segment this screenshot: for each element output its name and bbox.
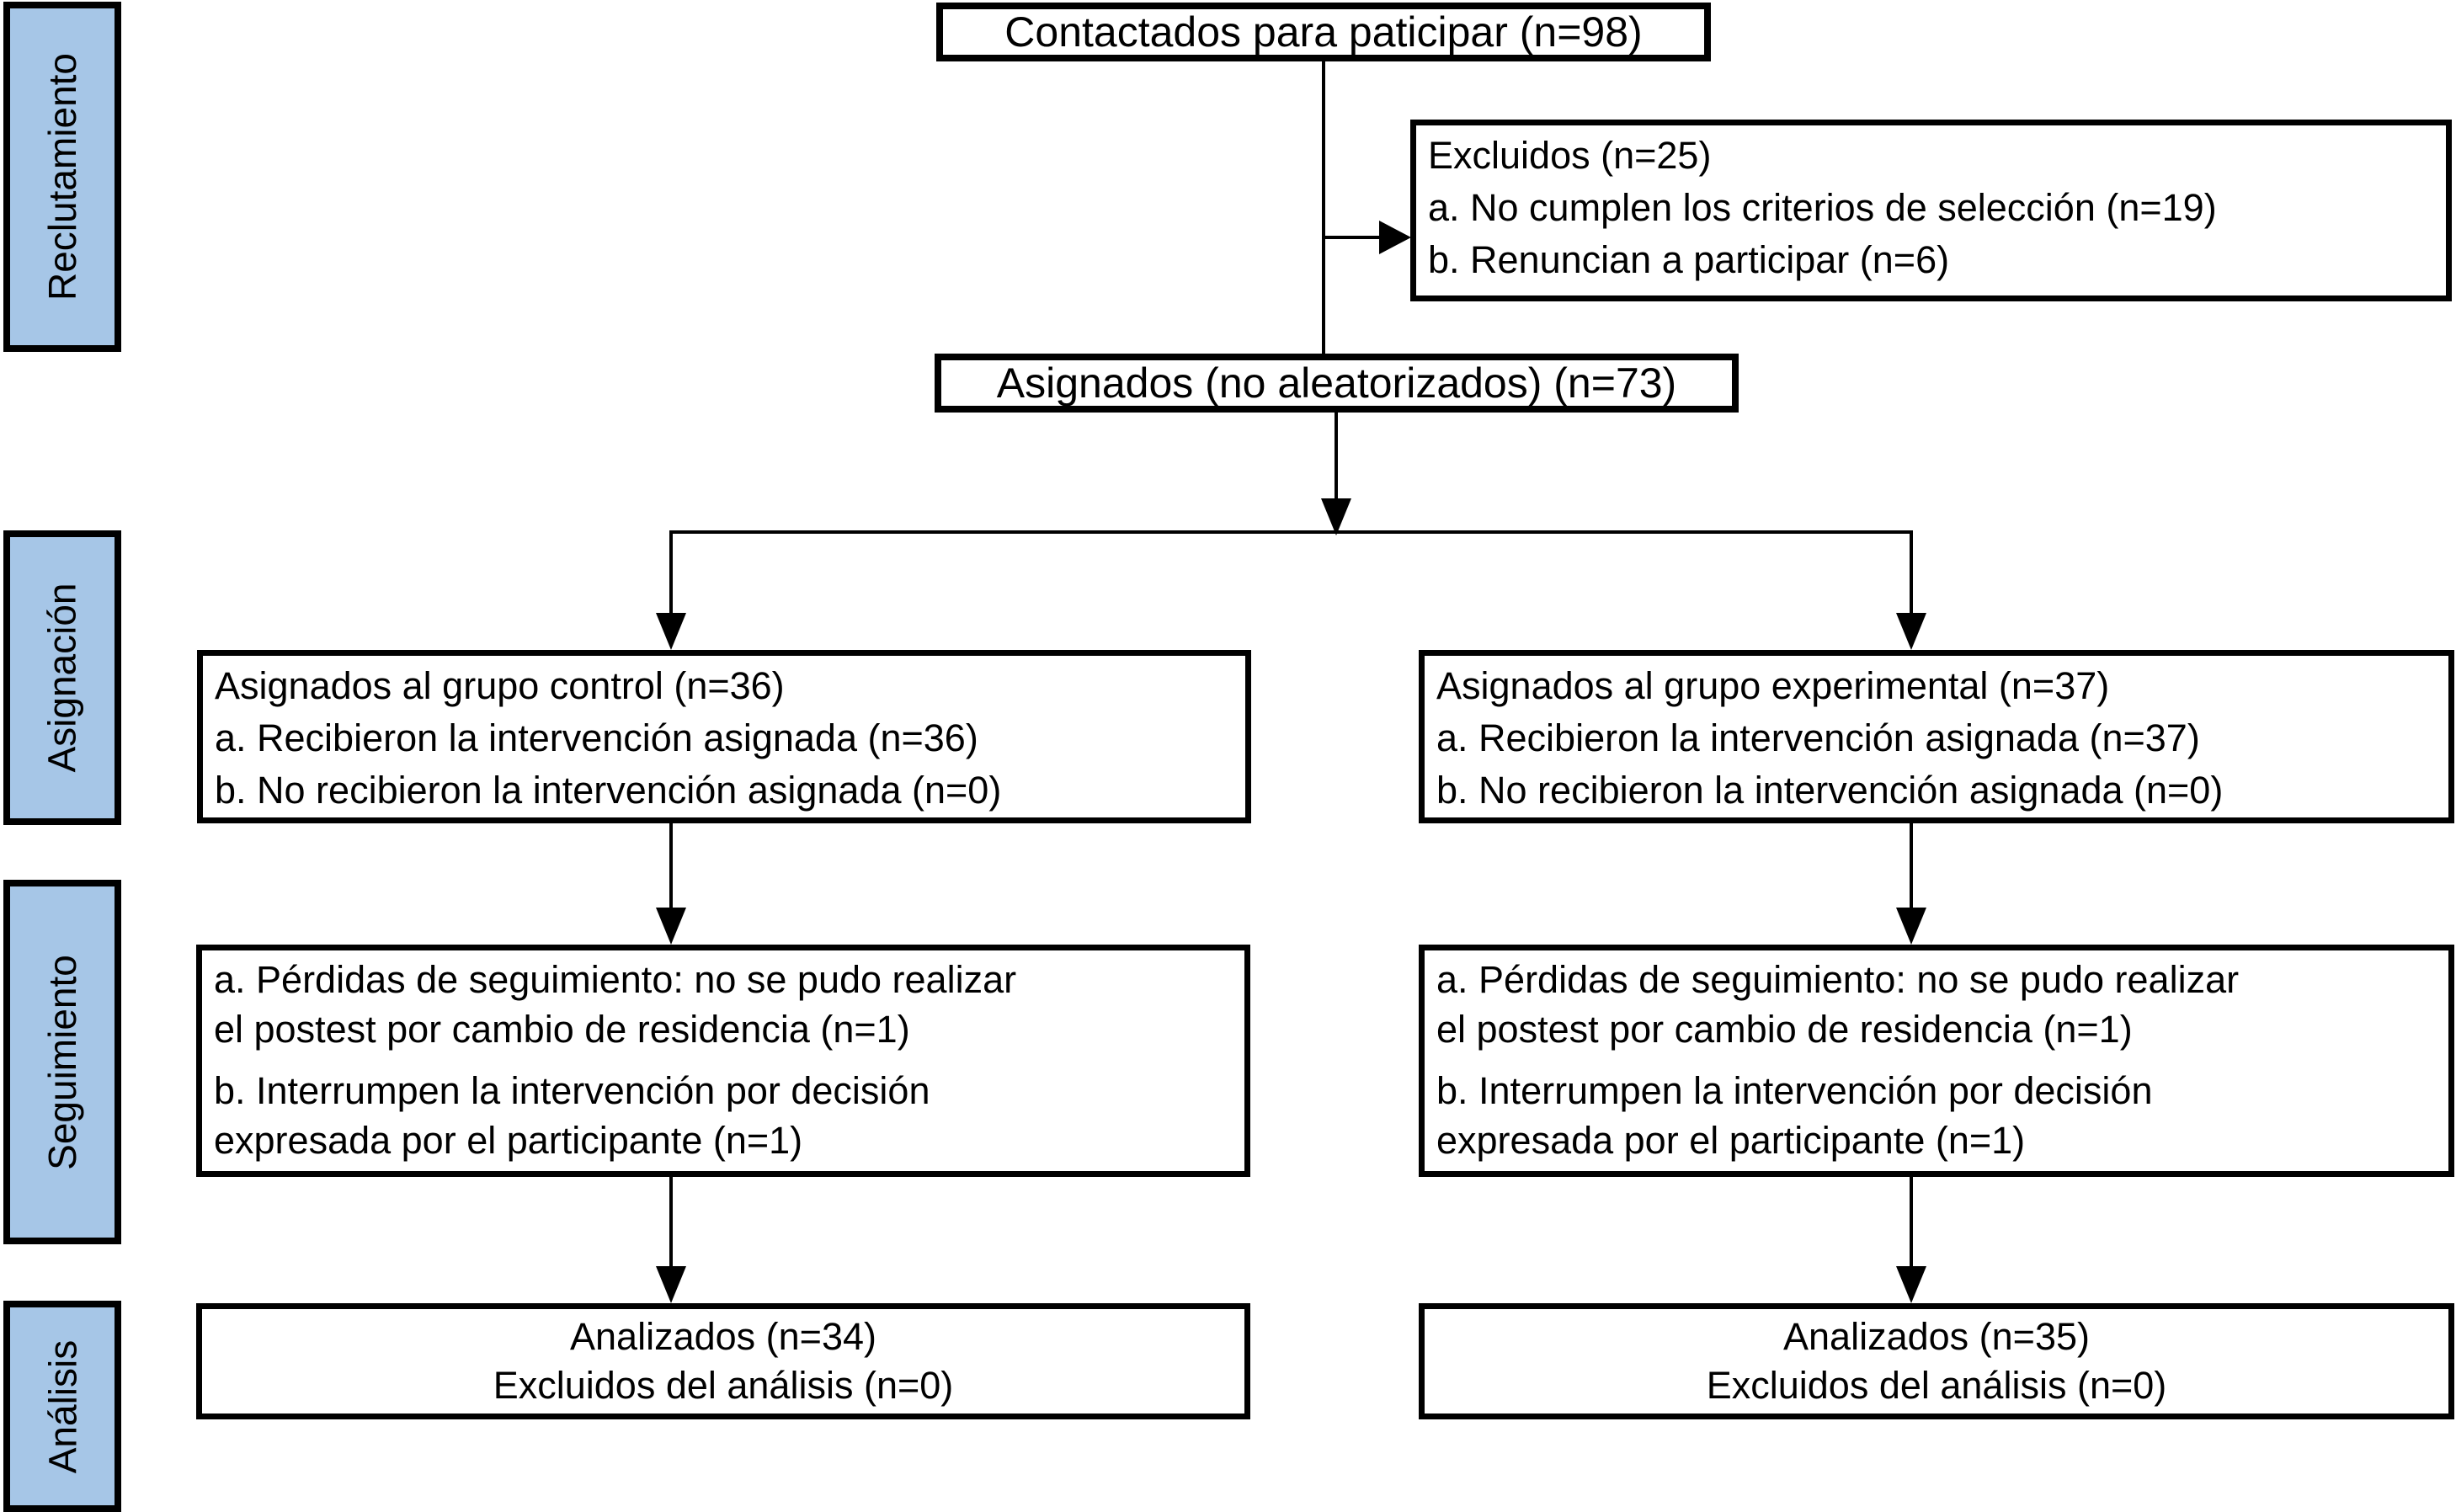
box-seguimiento-experimental-line: a. Pérdidas de seguimiento: no se pudo r… [1436,958,2240,1001]
box-grupo-experimental: Asignados al grupo experimental (n=37) a… [1419,650,2454,823]
box-excluidos-line: a. No cumplen los criterios de selección… [1428,186,2217,229]
stage-seguimiento-label: Seguimiento [40,954,84,1170]
box-analisis-experimental: Analizados (n=35) Excluidos del análisis… [1419,1303,2454,1419]
box-analisis-control-line: Analizados (n=34) [570,1315,876,1358]
box-grupo-control: Asignados al grupo control (n=36) a. Rec… [197,650,1251,823]
connector-seguimiento-analisis-control [669,1177,673,1268]
box-analisis-control: Analizados (n=34) Excluidos del análisis… [196,1303,1250,1419]
connector-arrowhead-down-analisis-control [656,1266,686,1303]
box-contactados: Contactados para paticipar (n=98) [936,3,1711,61]
box-excluidos: Excluidos (n=25) a. No cumplen los crite… [1410,120,2452,301]
connector-asignados-branch [1335,413,1338,502]
connector-arrowhead-down-seguimiento-experimental [1896,908,1926,945]
connector-branch-grupo-control [669,530,673,615]
box-grupo-control-line: b. No recibieron la intervención asignad… [215,769,1002,812]
stage-seguimiento: Seguimiento [3,880,121,1244]
stage-analisis: Análisis [3,1301,121,1512]
connector-arrowhead-down-branch [1321,498,1351,535]
stage-asignacion: Asignación [3,530,121,825]
box-seguimiento-control: a. Pérdidas de seguimiento: no se pudo r… [196,945,1250,1177]
box-asignados: Asignados (no aleatorizados) (n=73) [935,354,1739,413]
connector-grupo-seguimiento-control [669,823,673,909]
box-grupo-experimental-line: a. Recibieron la intervención asignada (… [1436,716,2200,759]
box-seguimiento-experimental-line: expresada por el participante (n=1) [1436,1119,2026,1162]
box-grupo-control-line: Asignados al grupo control (n=36) [215,664,785,707]
box-grupo-experimental-line: Asignados al grupo experimental (n=37) [1436,664,2110,707]
box-analisis-experimental-line: Excluidos del análisis (n=0) [1706,1364,2167,1407]
box-asignados-text: Asignados (no aleatorizados) (n=73) [996,359,1677,407]
connector-arrowhead-right-excluidos [1379,221,1411,254]
box-seguimiento-experimental-line: b. Interrumpen la intervención por decis… [1436,1069,2153,1112]
connector-arrowhead-down-analisis-experimental [1896,1266,1926,1303]
connector-seguimiento-analisis-experimental [1910,1177,1913,1268]
box-seguimiento-control-line: a. Pérdidas de seguimiento: no se pudo r… [214,958,1017,1001]
stage-asignacion-label: Asignación [40,583,85,773]
box-analisis-control-line: Excluidos del análisis (n=0) [493,1364,954,1407]
stage-reclutamiento: Reclutamiento [3,2,121,352]
box-excluidos-line: Excluidos (n=25) [1428,134,1712,177]
box-grupo-experimental-line: b. No recibieron la intervención asignad… [1436,769,2224,812]
box-seguimiento-experimental-line: el postest por cambio de residencia (n=1… [1436,1008,2133,1051]
box-analisis-experimental-line: Analizados (n=35) [1783,1315,2090,1358]
box-seguimiento-control-line: b. Interrumpen la intervención por decis… [214,1069,930,1112]
connector-contactados-asignados [1322,61,1325,354]
box-contactados-text: Contactados para paticipar (n=98) [1004,8,1643,56]
stage-analisis-label: Análisis [40,1339,85,1473]
box-seguimiento-control-line: el postest por cambio de residencia (n=1… [214,1008,910,1051]
connector-arrowhead-down-grupo-experimental [1896,613,1926,650]
connector-arrowhead-down-grupo-control [656,613,686,650]
connector-branch-grupo-experimental [1910,530,1913,615]
box-seguimiento-experimental: a. Pérdidas de seguimiento: no se pudo r… [1419,945,2454,1177]
connector-arrowhead-down-seguimiento-control [656,908,686,945]
connector-branch-horizontal [669,530,1911,534]
box-excluidos-line: b. Renuncian a participar (n=6) [1428,238,1950,281]
box-seguimiento-control-line: expresada por el participante (n=1) [214,1119,803,1162]
connector-to-excluidos [1324,236,1381,239]
box-grupo-control-line: a. Recibieron la intervención asignada (… [215,716,978,759]
stage-reclutamiento-label: Reclutamiento [40,52,85,301]
connector-grupo-seguimiento-experimental [1910,823,1913,909]
